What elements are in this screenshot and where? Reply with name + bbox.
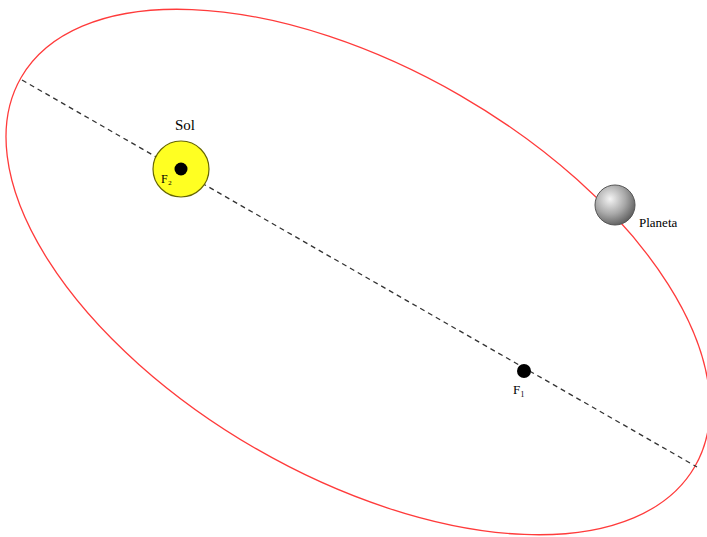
major-axis bbox=[22, 80, 697, 467]
sun-shape bbox=[151, 139, 211, 199]
sun-label: Sol bbox=[175, 118, 195, 133]
planet-body: Planeta bbox=[593, 183, 637, 227]
focus-label: F₂ bbox=[161, 173, 172, 185]
sun-body: SolF₂ bbox=[151, 139, 211, 199]
planet-shape bbox=[593, 183, 637, 227]
planet-label: Planeta bbox=[639, 216, 677, 229]
focus-label: F₁ bbox=[513, 383, 525, 396]
focus-dot bbox=[517, 364, 531, 378]
